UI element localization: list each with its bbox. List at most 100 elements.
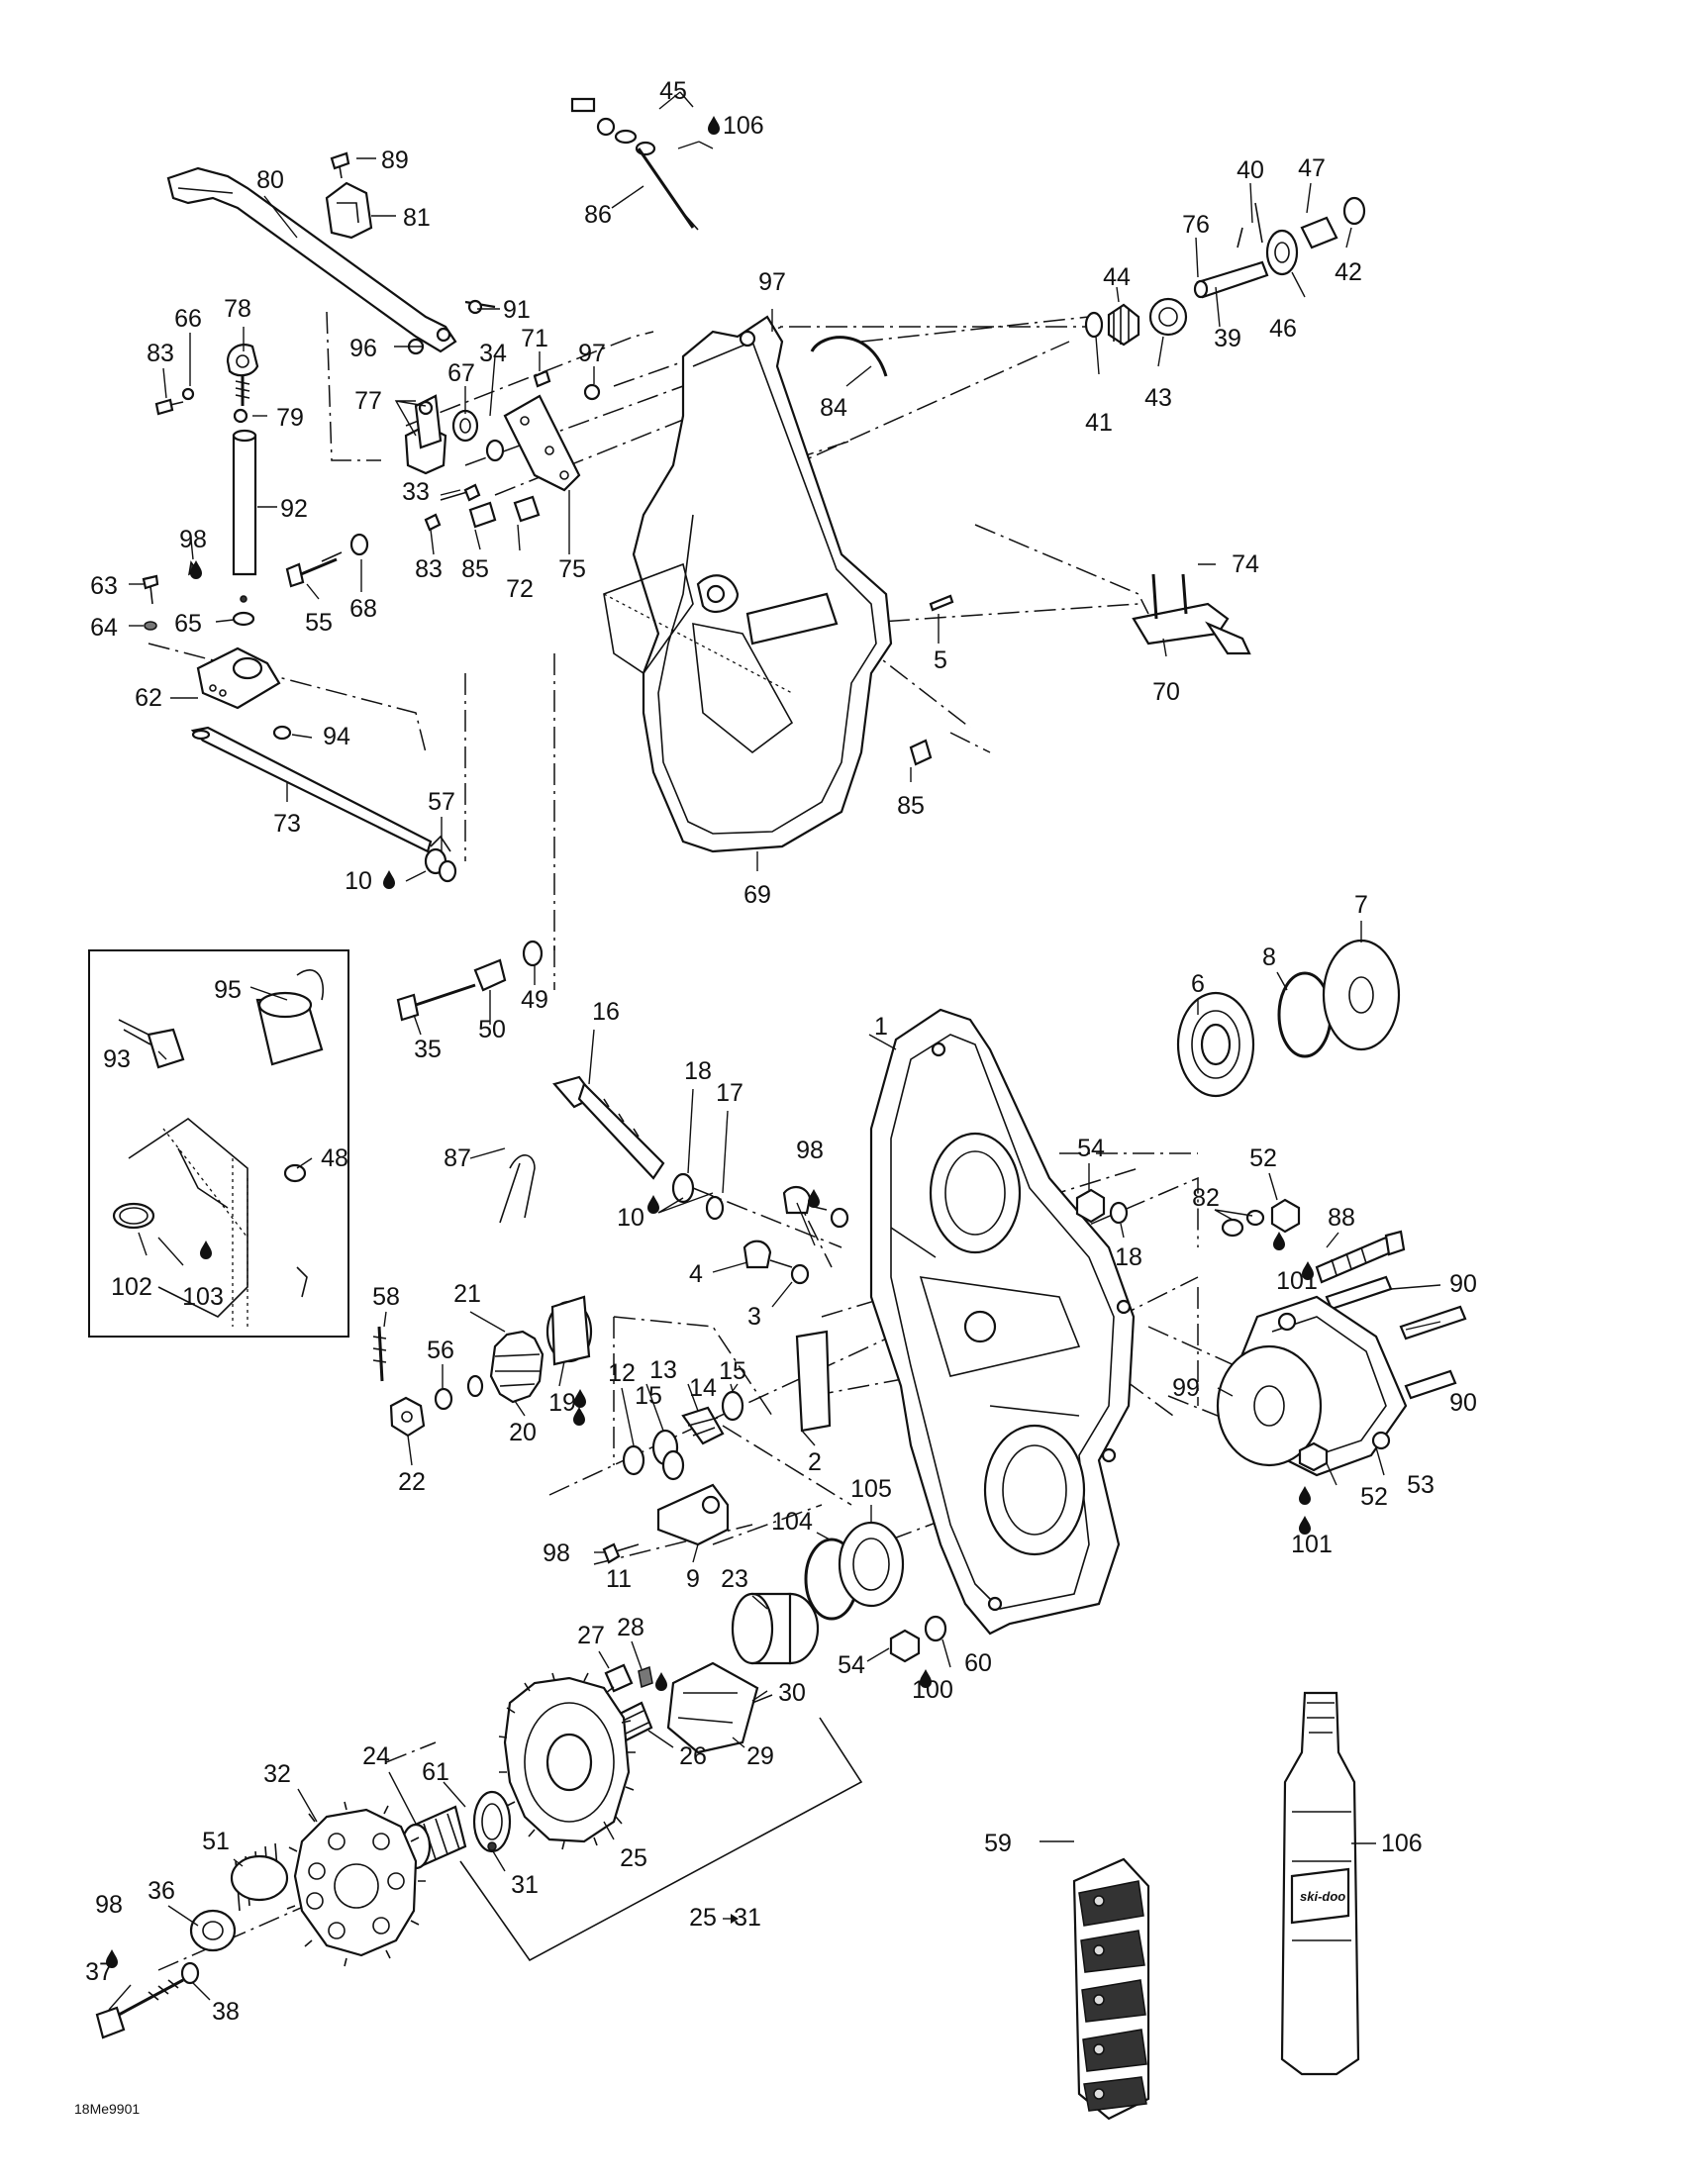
label: 98 <box>179 526 207 553</box>
label: 10 <box>345 867 372 895</box>
label: 93 <box>103 1045 131 1073</box>
label: 94 <box>323 723 350 750</box>
label: 7 <box>1354 891 1368 919</box>
label: 66 <box>174 305 202 333</box>
label: 18 <box>1115 1243 1142 1271</box>
label: 32 <box>263 1760 291 1788</box>
label: 75 <box>558 555 586 583</box>
label: 83 <box>147 340 174 367</box>
label: 25 <box>689 1904 717 1932</box>
label: 18 <box>684 1057 712 1085</box>
label: 31 <box>734 1904 761 1932</box>
tensioner-parts <box>396 940 849 1433</box>
label: 103 <box>182 1283 224 1311</box>
label: 73 <box>273 810 301 838</box>
label: 98 <box>543 1539 570 1567</box>
label: 64 <box>90 614 118 642</box>
label: 6 <box>1191 970 1205 998</box>
label: 76 <box>1182 211 1210 239</box>
inset-detail <box>88 949 349 1338</box>
label: 84 <box>820 394 847 422</box>
label: 106 <box>1381 1830 1423 1857</box>
brake-lever-assembly <box>142 151 601 883</box>
label: 50 <box>478 1016 506 1043</box>
label: 16 <box>592 998 620 1026</box>
label: 40 <box>1237 156 1264 184</box>
drive-chain <box>1072 1857 1150 2121</box>
drawing-code: 18Me9901 <box>74 2101 140 2117</box>
label: 97 <box>758 268 786 296</box>
label: 10 <box>617 1204 644 1232</box>
label: 67 <box>447 359 475 387</box>
label: 79 <box>276 404 304 432</box>
label: 48 <box>321 1144 348 1172</box>
label: 88 <box>1328 1204 1355 1232</box>
range-arrow-icon <box>723 1914 739 1924</box>
label: 98 <box>95 1891 123 1919</box>
label: 47 <box>1298 154 1326 182</box>
label: 21 <box>453 1280 481 1308</box>
label: 38 <box>212 1998 240 2026</box>
label: 52 <box>1360 1483 1388 1511</box>
label: 46 <box>1269 315 1297 343</box>
label: 11 <box>606 1565 632 1593</box>
label: 56 <box>427 1337 454 1364</box>
label: 65 <box>174 610 202 638</box>
label: 31 <box>511 1871 539 1899</box>
label: 45 <box>659 77 687 105</box>
label: 74 <box>1232 550 1259 578</box>
label: 41 <box>1085 409 1113 437</box>
label: 63 <box>90 572 118 600</box>
label: 24 <box>362 1742 390 1770</box>
label: 59 <box>984 1830 1012 1857</box>
label: 72 <box>506 575 534 603</box>
part-labels: 45 106 86 89 80 81 91 66 78 83 96 71 34 … <box>85 77 1477 2026</box>
label: 98 <box>796 1137 824 1164</box>
label: 43 <box>1144 384 1172 412</box>
label: 71 <box>521 325 548 352</box>
label: 9 <box>686 1565 700 1593</box>
label: 13 <box>649 1356 677 1384</box>
label: 90 <box>1449 1389 1477 1417</box>
label: 78 <box>224 295 251 323</box>
label: 102 <box>111 1273 152 1301</box>
label: 100 <box>912 1676 953 1704</box>
label: 28 <box>617 1614 644 1641</box>
label: 85 <box>897 792 925 820</box>
label: 96 <box>349 335 377 362</box>
oil-bottle-brand: ski-doo <box>1300 1889 1345 1904</box>
label: 53 <box>1407 1471 1435 1499</box>
label: 105 <box>850 1475 892 1503</box>
label: 2 <box>808 1448 822 1476</box>
label: 69 <box>743 881 771 909</box>
label: 42 <box>1335 258 1362 286</box>
leader-lines <box>108 91 1441 2011</box>
label: 44 <box>1103 263 1131 291</box>
label: 4 <box>689 1260 703 1288</box>
label: 97 <box>578 340 606 367</box>
label: 80 <box>256 166 284 194</box>
chaincase-housing <box>869 1008 1136 1636</box>
label: 25 <box>620 1844 647 1872</box>
label: 99 <box>1172 1374 1200 1402</box>
label: 22 <box>398 1468 426 1496</box>
label: 106 <box>723 112 764 140</box>
label: 14 <box>689 1374 717 1402</box>
label: 19 <box>548 1389 576 1417</box>
dipstick-assembly <box>570 97 888 377</box>
bracket-25-31 <box>459 1717 863 1962</box>
label: 86 <box>584 201 612 229</box>
label: 55 <box>305 609 333 637</box>
label: 83 <box>415 555 443 583</box>
chaincase-cover <box>603 315 954 853</box>
oil-bottle: ski-doo <box>1280 1691 1360 2076</box>
label: 1 <box>874 1013 888 1041</box>
label: 87 <box>444 1144 471 1172</box>
label: 34 <box>479 340 507 367</box>
label: 68 <box>349 595 377 623</box>
label: 3 <box>747 1303 761 1331</box>
label: 85 <box>461 555 489 583</box>
label: 17 <box>716 1079 743 1107</box>
label: 39 <box>1214 325 1241 352</box>
